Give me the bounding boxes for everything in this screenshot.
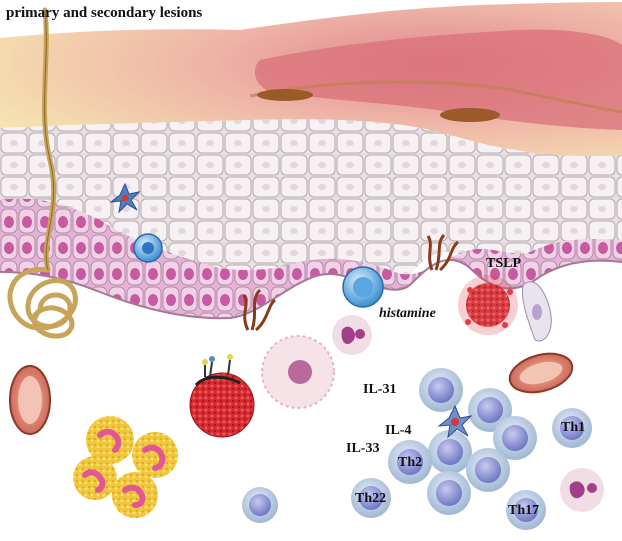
migrating-blue-cell xyxy=(342,266,384,308)
t-cell-small xyxy=(242,487,278,523)
label-th1: Th1 xyxy=(561,420,586,435)
tslp-burst xyxy=(458,275,518,335)
t-cell-cluster xyxy=(388,368,537,515)
eosinophil-cluster xyxy=(73,416,178,518)
t-cell-th1 xyxy=(552,408,592,448)
label-tslp: TSLP xyxy=(486,256,522,271)
neutrophil-upper xyxy=(332,315,372,355)
label-histamine: histamine xyxy=(379,306,436,321)
nerve-ending xyxy=(242,234,460,332)
neutrophil-lower xyxy=(560,468,604,512)
label-il33: IL-33 xyxy=(346,441,380,456)
langerhans-cell xyxy=(109,182,141,214)
label-th17: Th17 xyxy=(508,503,540,518)
blood-vessel-left xyxy=(9,365,51,435)
blood-vessel-right xyxy=(508,352,574,394)
t-cell-th22 xyxy=(351,478,391,518)
degranulating-cell xyxy=(261,335,335,409)
label-th2: Th2 xyxy=(398,455,423,470)
label-il4: IL-4 xyxy=(385,423,412,438)
basal-layer xyxy=(0,198,622,319)
mast-cell xyxy=(189,354,255,438)
label-il31: IL-31 xyxy=(363,382,397,397)
t-cell-th17 xyxy=(506,490,546,530)
figure-title: primary and secondary lesions xyxy=(6,5,203,21)
langerhans-cell-dermal xyxy=(437,404,473,439)
lesion-erosion xyxy=(254,29,622,130)
label-th22: Th22 xyxy=(355,491,387,506)
